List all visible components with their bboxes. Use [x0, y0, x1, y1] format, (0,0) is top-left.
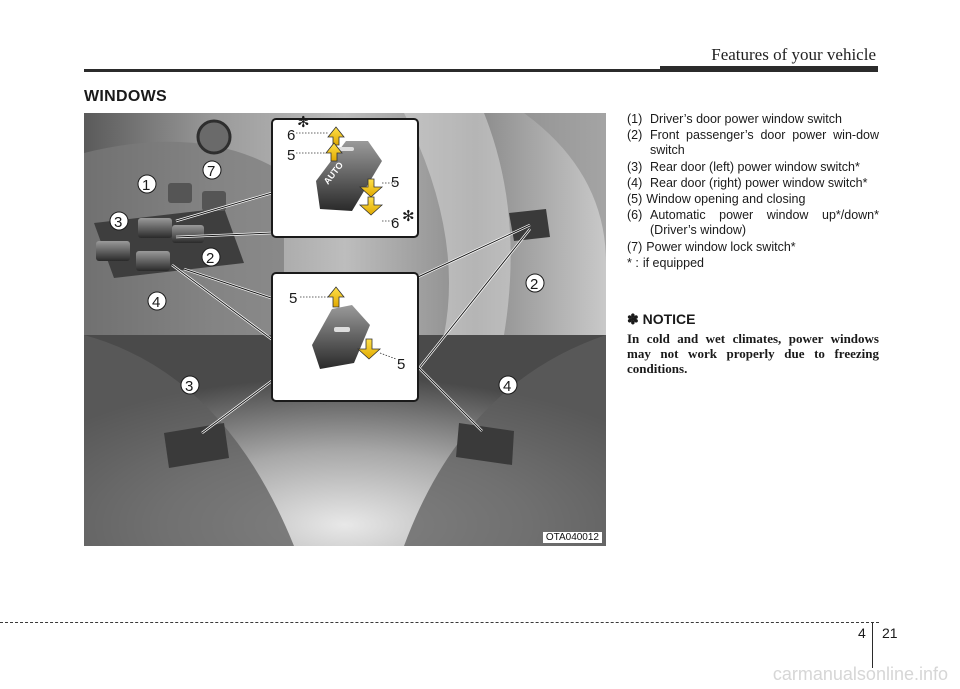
mirror-control [196, 119, 232, 155]
switch-lock [168, 183, 192, 203]
callout-6-bottom: 6 [391, 215, 399, 232]
callout-5-lower-top: 5 [289, 290, 297, 307]
arrow-up-6-icon [327, 126, 345, 146]
callout-7: 7 [207, 163, 215, 180]
legend-item: (5)Window opening and closing [627, 192, 806, 207]
auto-switch-graphic [316, 141, 382, 211]
watermark: carmanualsonline.info [772, 664, 948, 684]
callout-2-passenger: 2 [530, 276, 538, 293]
figure-code: OTA040012 [542, 532, 602, 543]
notice-text: In cold and wet climates, power windows … [627, 331, 879, 376]
callout-4-front: 4 [152, 294, 160, 311]
legend-item: (3)Rear door (left) power window switch* [627, 159, 860, 174]
rear-right-switch [456, 423, 514, 465]
legend-item: (2)Front passenger’s door power win-dow … [627, 128, 879, 158]
footer-separator [872, 622, 873, 668]
section-title: WINDOWS [84, 88, 167, 105]
arrow-down-6-icon [358, 196, 384, 216]
basic-switch-graphic [312, 305, 370, 369]
star-top-icon: ✻ [297, 114, 310, 131]
footer-chapter: 4 [858, 625, 866, 641]
legend-list: (1)Driver’s door power window switch (2)… [627, 112, 879, 272]
switch-front-passenger [172, 225, 204, 243]
header-rule [84, 69, 878, 72]
arrow-down-icon [356, 338, 382, 360]
switch-rear-right [136, 251, 170, 271]
header-rule-accent [660, 66, 878, 72]
arrow-up-icon [327, 286, 345, 308]
callout-5-top: 5 [287, 147, 295, 164]
callout-2-front: 2 [206, 250, 214, 267]
rear-left-switch [164, 423, 229, 468]
legend-item: (7)Power window lock switch* [627, 239, 796, 254]
legend-item: * :if equipped [627, 255, 704, 270]
callout-5-lower-bottom: 5 [397, 356, 405, 373]
legend-item: (6)Automatic power window up*/down* (Dri… [627, 208, 879, 238]
footer-rule [0, 622, 879, 623]
switch-driver [138, 218, 172, 238]
callout-1: 1 [142, 177, 150, 194]
callout-3-rear: 3 [185, 378, 193, 395]
footer-page-number: 21 [882, 625, 898, 641]
header-title: Features of your vehicle [711, 45, 876, 64]
window-switch-figure: AUTO 6 ✻ 5 5 6 ✻ 5 5 [84, 113, 606, 546]
arrow-down-5-icon [358, 178, 384, 198]
figure-illustration: AUTO 6 ✻ 5 5 6 ✻ 5 5 [84, 113, 606, 546]
notice-title: ✽ NOTICE [627, 311, 696, 327]
callout-4-rear: 4 [503, 378, 511, 395]
callout-6-top: 6 [287, 127, 295, 144]
arrow-up-5-icon [325, 142, 343, 162]
callout-3-front: 3 [114, 214, 122, 231]
legend-item: (1)Driver’s door power window switch [627, 112, 842, 126]
switch-rear-left [96, 241, 130, 261]
star-bottom-icon: ✻ [402, 208, 415, 225]
legend-item: (4)Rear door (right) power window switch… [627, 175, 868, 190]
callout-5-mid: 5 [391, 174, 399, 191]
